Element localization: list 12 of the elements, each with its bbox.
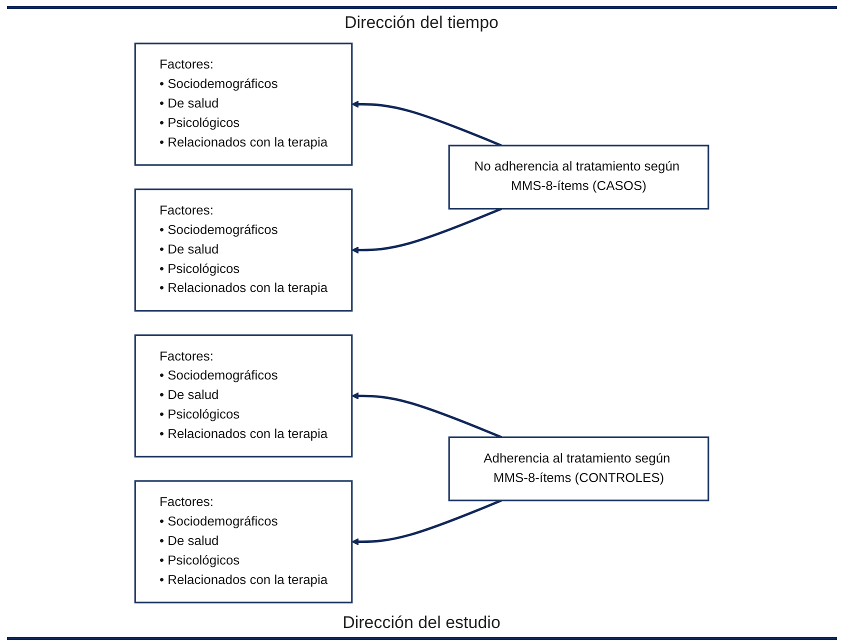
node-box: Factores: • Sociodemográficos • De salud • Psicológicos • Relacionados con la terapia	[134, 480, 352, 604]
node-box: Factores: • Sociodemográficos • De salud • Psicológicos • Relacionados con la terapia	[134, 42, 352, 166]
node-box: No adherencia al tratamiento según MMS-8-ítems (CASOS)	[448, 144, 709, 210]
arrow	[351, 392, 502, 438]
arrow	[351, 499, 502, 546]
node-box: Factores: • Sociodemográficos • De salud • Psicológicos • Relacionados con la terapia	[134, 334, 352, 458]
arrow	[351, 100, 502, 147]
arrow	[351, 208, 502, 254]
axis-label: Dirección del estudio	[342, 613, 500, 633]
axis-label: Dirección del tiempo	[344, 13, 498, 33]
node-box: Adherencia al tratamiento según MMS-8-ítems (CONTROLES)	[448, 436, 709, 502]
node-box: Factores: • Sociodemográficos • De salud • Psicológicos • Relacionados con la terapia	[134, 188, 352, 312]
